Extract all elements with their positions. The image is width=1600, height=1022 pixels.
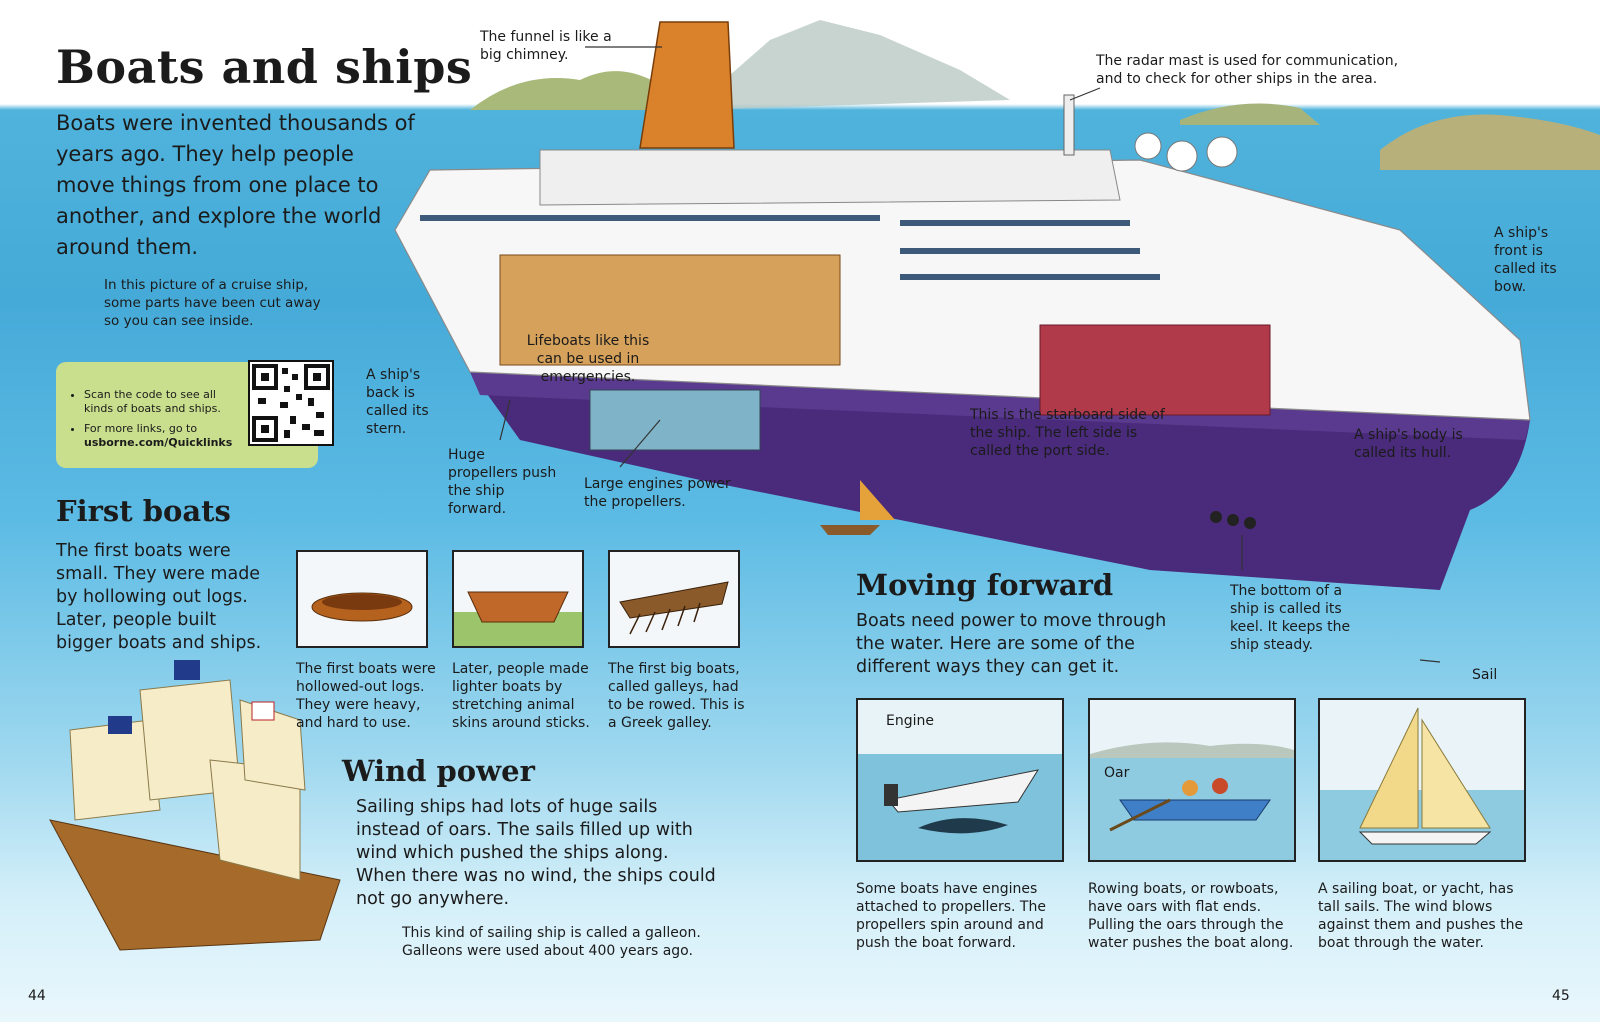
galleon-note: This kind of sailing ship is called a ga… — [402, 925, 701, 959]
sail-panel — [1318, 698, 1526, 862]
flag — [108, 716, 132, 734]
skin-boat-illustration — [454, 591, 582, 646]
moving-forward-heading: Moving forward — [856, 568, 1114, 602]
label-keel: The bottom of a ship is called its keel.… — [1230, 583, 1351, 653]
radar-dome — [1166, 140, 1198, 172]
leader-line — [499, 399, 511, 441]
label-propellers: Huge propellers push the ship forward. — [448, 447, 557, 517]
bow-thruster — [1244, 517, 1256, 529]
sail-label: Sail — [1472, 667, 1498, 683]
quicklinks-link[interactable]: usborne.com/Quicklinks — [84, 436, 233, 449]
bow-thruster — [1210, 511, 1222, 523]
label-radar: The radar mast is used for communication… — [1096, 53, 1399, 87]
motorboat-illustration — [858, 700, 1062, 860]
wind-power-heading: Wind power — [342, 754, 535, 788]
window-row — [900, 248, 1140, 254]
wind-power-text: Sailing ships had lots of huge sails ins… — [356, 797, 716, 909]
oar-panel: Oar — [1088, 698, 1296, 862]
first-boats-heading: First boats — [56, 494, 231, 528]
first-boats-text: The first boats were small. They were ma… — [56, 541, 262, 653]
leader-line — [1069, 87, 1101, 101]
sail-caption: A sailing boat, or yacht, has tall sails… — [1318, 881, 1524, 951]
mountain — [690, 20, 1010, 110]
island-left — [470, 71, 690, 110]
yacht-illustration — [1320, 700, 1524, 860]
quicklinks-prefix: For more links, go to — [84, 422, 198, 435]
galley-panel — [608, 550, 740, 648]
galleon-sail — [239, 699, 306, 791]
window-row — [900, 274, 1160, 280]
log-boat-illustration — [311, 592, 413, 622]
label-lifeboats: Lifeboats like this can be used in emerg… — [526, 333, 650, 385]
galley-caption: The first big boats, called galleys, had… — [608, 661, 745, 731]
quicklinks-item: Scan the code to see all kinds of boats … — [84, 388, 234, 416]
hull-waterline — [470, 372, 1530, 440]
log-boat-caption: The first boats were hollowed-out logs. … — [296, 661, 436, 731]
oar-label: Oar — [1104, 765, 1130, 781]
radar-dome — [1206, 136, 1238, 168]
quicklinks-item: For more links, go tousborne.com/Quickli… — [84, 422, 234, 450]
moving-forward-text: Boats need power to move through the wat… — [856, 611, 1167, 677]
label-hull: A ship's body is called its hull. — [1354, 427, 1463, 461]
qr-code[interactable] — [248, 360, 334, 446]
bow-thruster — [1227, 514, 1239, 526]
skin-boat-panel — [452, 550, 584, 648]
upper-decks — [539, 149, 1121, 206]
small-sailboat — [860, 480, 895, 520]
label-funnel: The funnel is like a big chimney. — [480, 29, 612, 63]
label-bow: A ship's front is called its bow. — [1494, 225, 1557, 295]
radar-dome — [1134, 132, 1162, 160]
window-row — [900, 220, 1130, 226]
log-boat-panel — [296, 550, 428, 648]
cutaway-theatre — [1039, 324, 1271, 416]
galley-illustration — [619, 581, 729, 635]
engine-label: Engine — [886, 713, 934, 729]
oar-caption: Rowing boats, or rowboats, have oars wit… — [1088, 881, 1294, 951]
page-number-right: 45 — [1552, 988, 1570, 1004]
intro-text: Boats were invented thousands of years a… — [56, 111, 415, 259]
flag — [174, 660, 200, 680]
radar-mast — [1063, 94, 1075, 156]
island-right — [1380, 114, 1600, 170]
island-mid — [1180, 103, 1320, 125]
skin-boat-caption: Later, people made lighter boats by stre… — [452, 661, 590, 731]
funnel — [639, 21, 735, 149]
cutaway-interior — [499, 254, 841, 366]
window-row — [420, 215, 880, 221]
small-boat-hull — [820, 525, 880, 535]
cutaway-note: In this picture of a cruise ship, some p… — [104, 277, 321, 329]
label-engines: Large engines power the propellers. — [584, 476, 731, 510]
label-starboard: This is the starboard side of the ship. … — [970, 407, 1165, 459]
qr-code-icon — [252, 364, 330, 442]
page-title: Boats and ships — [56, 40, 473, 94]
engine-panel: Engine — [856, 698, 1064, 862]
leader-line — [1419, 659, 1441, 663]
leader-line — [619, 419, 661, 468]
engine-caption: Some boats have engines attached to prop… — [856, 881, 1046, 951]
rowboat-illustration — [1090, 700, 1294, 860]
flag — [251, 701, 275, 721]
label-stern: A ship's back is called its stern. — [366, 367, 429, 437]
engine-room — [589, 389, 761, 451]
page-number-left: 44 — [28, 988, 46, 1004]
